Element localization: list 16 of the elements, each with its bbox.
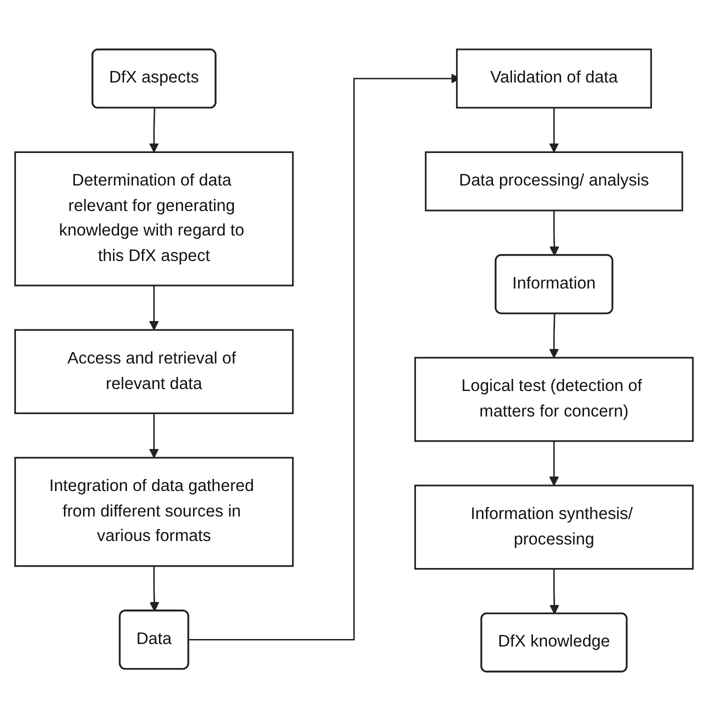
arrow [149,566,160,612]
node-box: Logical test (detection of matters for concern) [414,356,694,442]
arrow [549,108,559,153]
node-box: Access and retrieval of relevant data [14,329,294,414]
node-box: Integration of data gathered from different sources in various formats [14,456,294,567]
node-box: Determination of data relevant for generating knowledge with regard to this DfX aspect [14,151,294,286]
node-box: Validation of data [456,48,652,109]
arrow [149,286,159,330]
arrow [549,568,560,614]
arrow [549,441,559,486]
node-box: Data processing/ analysis [424,151,684,212]
node-box: Information synthesis/ processing [414,484,694,570]
arrow [549,314,559,358]
arrow [549,210,560,256]
arrow [149,108,159,153]
arrow [149,413,159,458]
